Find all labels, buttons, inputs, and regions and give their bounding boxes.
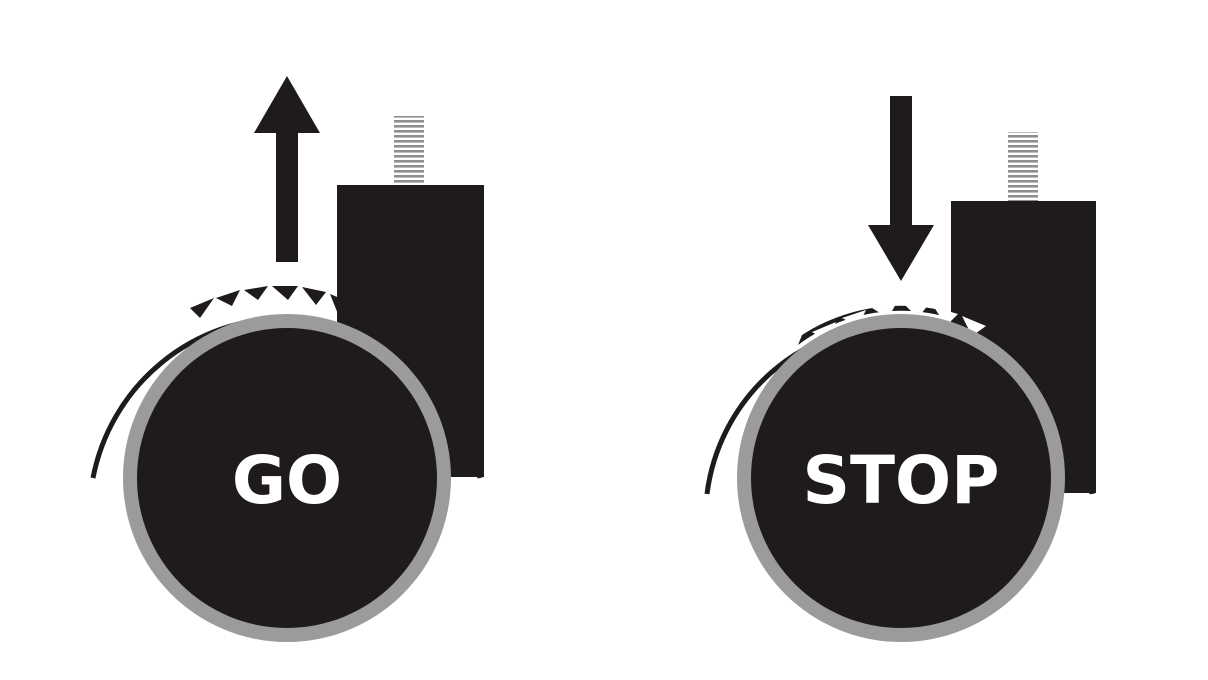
wheel-label-stop: STOP: [802, 442, 999, 519]
caster-stop: STOP: [704, 96, 1096, 642]
wheel-label-go: GO: [232, 442, 342, 519]
threaded-stem: [1008, 132, 1038, 202]
wheel-hub: [751, 328, 1051, 628]
brake-teeth: [190, 286, 378, 326]
threaded-stem: [394, 116, 424, 186]
arrow-up-icon: [254, 76, 320, 262]
wheel-hub: [137, 328, 437, 628]
caster-go: GO: [90, 76, 484, 642]
arrow-down-icon: [868, 96, 934, 281]
